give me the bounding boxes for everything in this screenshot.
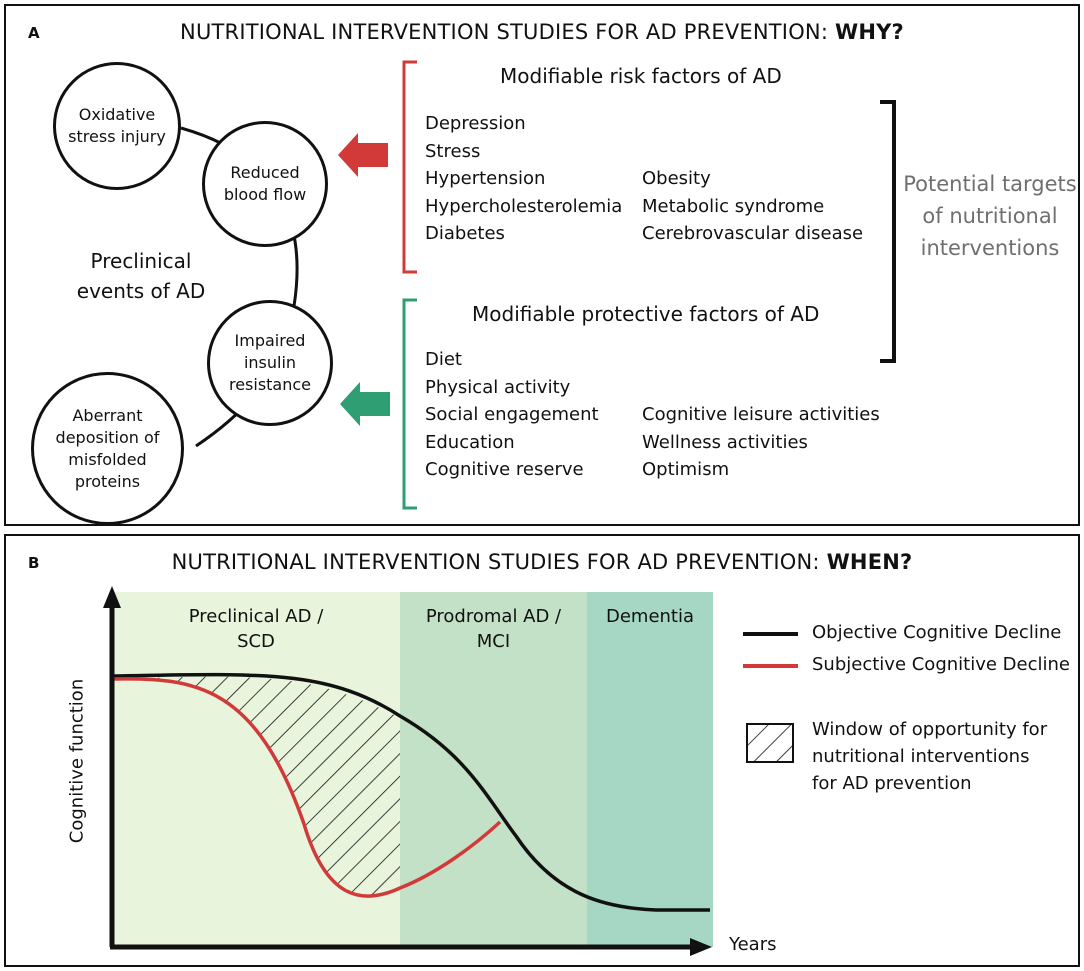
risk-item: Stress (425, 140, 481, 162)
objective-decline-line (111, 672, 710, 912)
protective-item: Cognitive leisure activities (642, 404, 880, 425)
circle-aberrant-line: deposition of (55, 427, 160, 447)
protective-col2: Cognitive leisure activities Wellness ac… (642, 401, 880, 484)
risk-col1: Depression Stress Hypertension Hyperchol… (425, 110, 622, 248)
risk-item: Metabolic syndrome (642, 195, 825, 217)
protective-item: Optimism (642, 459, 730, 480)
panel-b-title-main: NUTRITIONAL INTERVENTION STUDIES FOR AD … (171, 550, 820, 574)
zone-label-line: Prodromal AD / (425, 606, 562, 627)
legend-subjective-label: Subjective Cognitive Decline (812, 654, 1070, 675)
protective-item: Physical activity (425, 376, 571, 398)
panel-a-title-emph: WHY? (835, 20, 904, 44)
legend-objective-label: Objective Cognitive Decline (812, 622, 1062, 643)
panel-a-title-main: NUTRITIONAL INTERVENTION STUDIES FOR AD … (180, 20, 829, 44)
risk-arrow (338, 133, 388, 177)
zone-prodromal (400, 592, 587, 947)
preclinical-label: Preclinical events of AD (66, 246, 216, 306)
subjective-decline-line (111, 677, 502, 898)
zone-label-line: SCD (237, 631, 275, 652)
risk-item: Hypercholesterolemia (425, 195, 623, 217)
circle-blood-flow-line: Reduced (230, 163, 300, 182)
y-axis-label: Cognitive function (66, 678, 88, 844)
circle-blood-flow-line: blood flow (223, 185, 307, 204)
panel-b: B NUTRITIONAL INTERVENTION STUDIES FOR A… (4, 534, 1080, 967)
legend-window-line: nutritional interventions (812, 746, 1030, 767)
risk-heading: Modifiable risk factors of AD (500, 64, 782, 88)
protective-heading: Modifiable protective factors of AD (472, 302, 820, 326)
panel-b-title-emph: WHEN? (826, 550, 913, 574)
protective-item: Cognitive reserve (425, 459, 584, 480)
circle-oxidative-line: Oxidative (78, 105, 156, 124)
circle-blood-flow: Reduced blood flow (202, 121, 328, 247)
panel-a-title: NUTRITIONAL INTERVENTION STUDIES FOR AD … (6, 20, 1078, 44)
legend-window-line: for AD prevention (812, 773, 972, 794)
legend-window-label: Window of opportunity for nutritional in… (812, 716, 1047, 797)
risk-item: Cerebrovascular disease (642, 223, 864, 244)
protective-arrow (340, 382, 390, 426)
panel-a: A NUTRITIONAL INTERVENTION STUDIES FOR A… (4, 4, 1080, 526)
protective-col1: Diet Physical activity Social engagement… (425, 346, 599, 484)
risk-bracket (402, 60, 417, 274)
targets-line: interventions (920, 236, 1060, 260)
panel-b-graphics (103, 586, 798, 956)
targets-bracket (880, 100, 896, 363)
zone-label-line: MCI (476, 631, 511, 652)
circle-aberrant: Aberrant deposition of misfolded protein… (31, 372, 184, 525)
protective-item: Education (425, 431, 515, 453)
preclinical-label-line: Preclinical (90, 249, 192, 273)
circle-insulin-line: Impaired (234, 331, 306, 350)
circle-oxidative-line: stress injury (68, 127, 166, 146)
protective-bracket (402, 298, 417, 510)
panel-b-title: NUTRITIONAL INTERVENTION STUDIES FOR AD … (6, 550, 1078, 574)
x-axis-label: Years (729, 934, 777, 955)
legend-window-swatch (746, 723, 794, 763)
circle-insulin-line: resistance (228, 375, 312, 394)
legend-window-line: Window of opportunity for (812, 719, 1048, 740)
panel-a-graphics (180, 60, 896, 510)
protective-item: Wellness activities (642, 431, 808, 453)
window-of-opportunity-area (112, 676, 400, 897)
circle-aberrant-line: Aberrant (72, 405, 143, 425)
y-axis-arrowhead (103, 586, 121, 608)
risk-item: Diabetes (425, 223, 505, 244)
protective-item: Social engagement (425, 404, 599, 425)
preclinical-label-line: events of AD (76, 279, 206, 303)
circle-oxidative: Oxidative stress injury (53, 62, 181, 190)
circle-aberrant-line: proteins (74, 471, 141, 491)
zone-preclinical-label: Preclinical AD / SCD (112, 604, 400, 654)
zone-dementia-label: Dementia (587, 604, 713, 629)
zone-dementia (587, 592, 713, 947)
circle-aberrant-line: misfolded (68, 449, 147, 469)
targets-line: Potential targets (903, 172, 1077, 196)
risk-col2: Obesity Metabolic syndrome Cerebrovascul… (642, 165, 863, 248)
zone-prodromal-label: Prodromal AD / MCI (400, 604, 587, 654)
zone-label-line: Preclinical AD / (188, 606, 324, 627)
risk-item: Hypertension (425, 168, 546, 189)
x-axis-arrowhead (690, 938, 712, 956)
targets-label: Potential targets of nutritional interve… (902, 168, 1078, 264)
circle-insulin: Impaired insulin resistance (207, 300, 333, 426)
risk-item: Depression (425, 113, 526, 134)
protective-item: Diet (425, 349, 462, 370)
targets-line: of nutritional (922, 204, 1058, 228)
panel-b-letter: B (28, 554, 40, 572)
panel-a-letter: A (28, 24, 40, 42)
zone-label-line: Dementia (605, 606, 695, 627)
risk-item: Obesity (642, 168, 711, 189)
circle-insulin-line: insulin (243, 353, 297, 372)
